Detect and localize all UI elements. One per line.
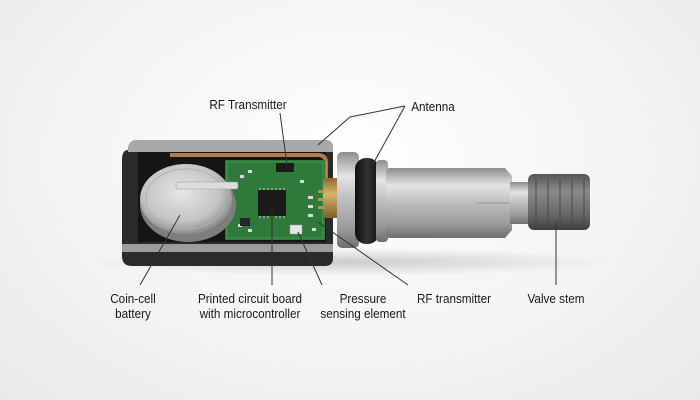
microcontroller-chip [258,190,286,216]
label-coin-cell-battery: Coin-cell battery [110,291,156,321]
leader-lines [139,105,557,286]
printed-circuit-board [225,160,325,240]
pressure-sensor-chip [289,224,303,235]
valve-cap [528,174,590,230]
rubber-grommet [355,158,379,244]
label-rf-transmitter-top: RF Transmitter [209,97,287,112]
valve-body [386,168,480,238]
label-valve-stem: Valve stem [527,291,585,306]
label-antenna: Antenna [411,99,455,114]
brass-connector [323,178,337,218]
label-rf-transmitter-bottom: RF transmitter [416,291,492,306]
valve-flange [337,152,359,248]
rf-chip [276,163,294,172]
coin-cell-battery [140,164,239,242]
label-printed-circuit-board: Printed circuit board with microcontroll… [197,291,303,321]
antenna-wire [170,153,328,185]
label-pressure-sensing-element: Pressure sensing element [320,291,406,321]
